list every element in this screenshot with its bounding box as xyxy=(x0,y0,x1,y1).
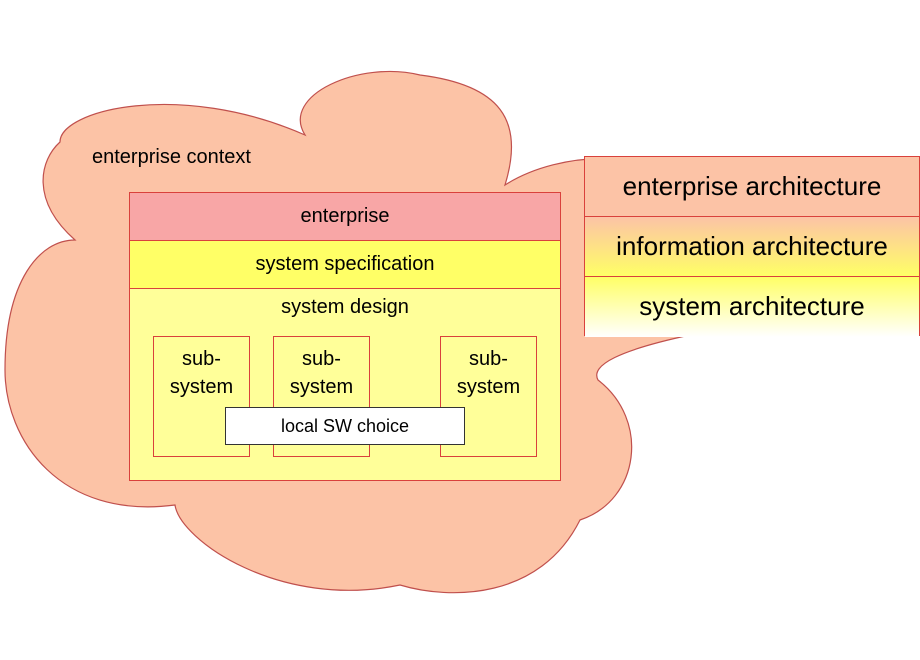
enterprise-layer: enterprise xyxy=(130,193,560,241)
enterprise-stack: enterprise system specification system d… xyxy=(129,192,561,481)
subsystem-label-line2: system xyxy=(289,376,354,398)
legend-information-architecture: information architecture xyxy=(585,217,919,277)
subsystem-label-line2: system xyxy=(169,376,234,398)
local-sw-choice-box: local SW choice xyxy=(225,407,465,445)
subsystem-label-line1: sub- xyxy=(182,348,221,370)
legend-enterprise-architecture: enterprise architecture xyxy=(585,157,919,217)
subsystem-label-line1: sub- xyxy=(302,348,341,370)
architecture-legend: enterprise architecture information arch… xyxy=(584,156,920,337)
system-design-label: system design xyxy=(281,296,409,318)
subsystem-label-line1: sub- xyxy=(469,348,508,370)
enterprise-context-label: enterprise context xyxy=(92,146,251,168)
legend-system-architecture: system architecture xyxy=(585,277,919,337)
system-design-layer: system design sub- system sub- system su… xyxy=(130,289,560,480)
system-specification-layer: system specification xyxy=(130,241,560,289)
subsystem-label-line2: system xyxy=(456,376,521,398)
